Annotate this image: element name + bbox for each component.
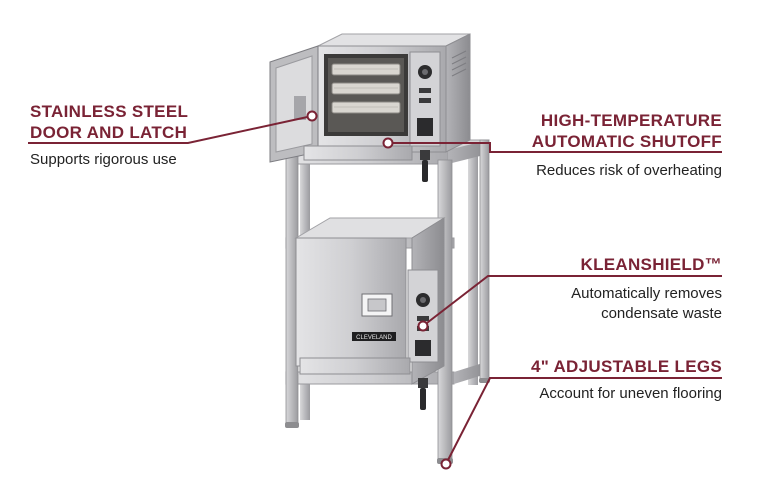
bottom-steamer: CLEVELAND [294, 217, 446, 410]
kleanshield-callout-desc: Automatically removes condensate waste [571, 284, 722, 324]
kleanshield-desc-line1: Automatically removes [571, 285, 722, 302]
door-marker [306, 110, 318, 122]
kleanshield-marker [417, 320, 429, 332]
shutoff-marker [382, 137, 394, 149]
brand-badge: CLEVELAND [356, 335, 392, 341]
callout-leaders [28, 115, 722, 465]
shutoff-callout-title: HIGH-TEMPERATURE AUTOMATIC SHUTOFF [532, 110, 722, 152]
legs-marker [440, 458, 452, 470]
door-title-line2: DOOR AND LATCH [30, 123, 188, 142]
door-title-line1: STAINLESS STEEL [30, 102, 189, 121]
shutoff-title-line2: AUTOMATIC SHUTOFF [531, 132, 722, 151]
kleanshield-callout-title: KLEANSHIELD™ [580, 255, 722, 274]
shutoff-title-line1: HIGH-TEMPERATURE [540, 111, 722, 130]
door-callout-title: STAINLESS STEEL DOOR AND LATCH [30, 101, 188, 143]
legs-callout-desc: Account for uneven flooring [539, 385, 722, 402]
kleanshield-desc-line2: condensate waste [601, 305, 722, 322]
door-callout-desc: Supports rigorous use [30, 151, 177, 168]
shutoff-callout-desc: Reduces risk of overheating [536, 162, 722, 179]
top-steamer [269, 33, 471, 182]
legs-callout-title: 4" ADJUSTABLE LEGS [530, 357, 722, 376]
